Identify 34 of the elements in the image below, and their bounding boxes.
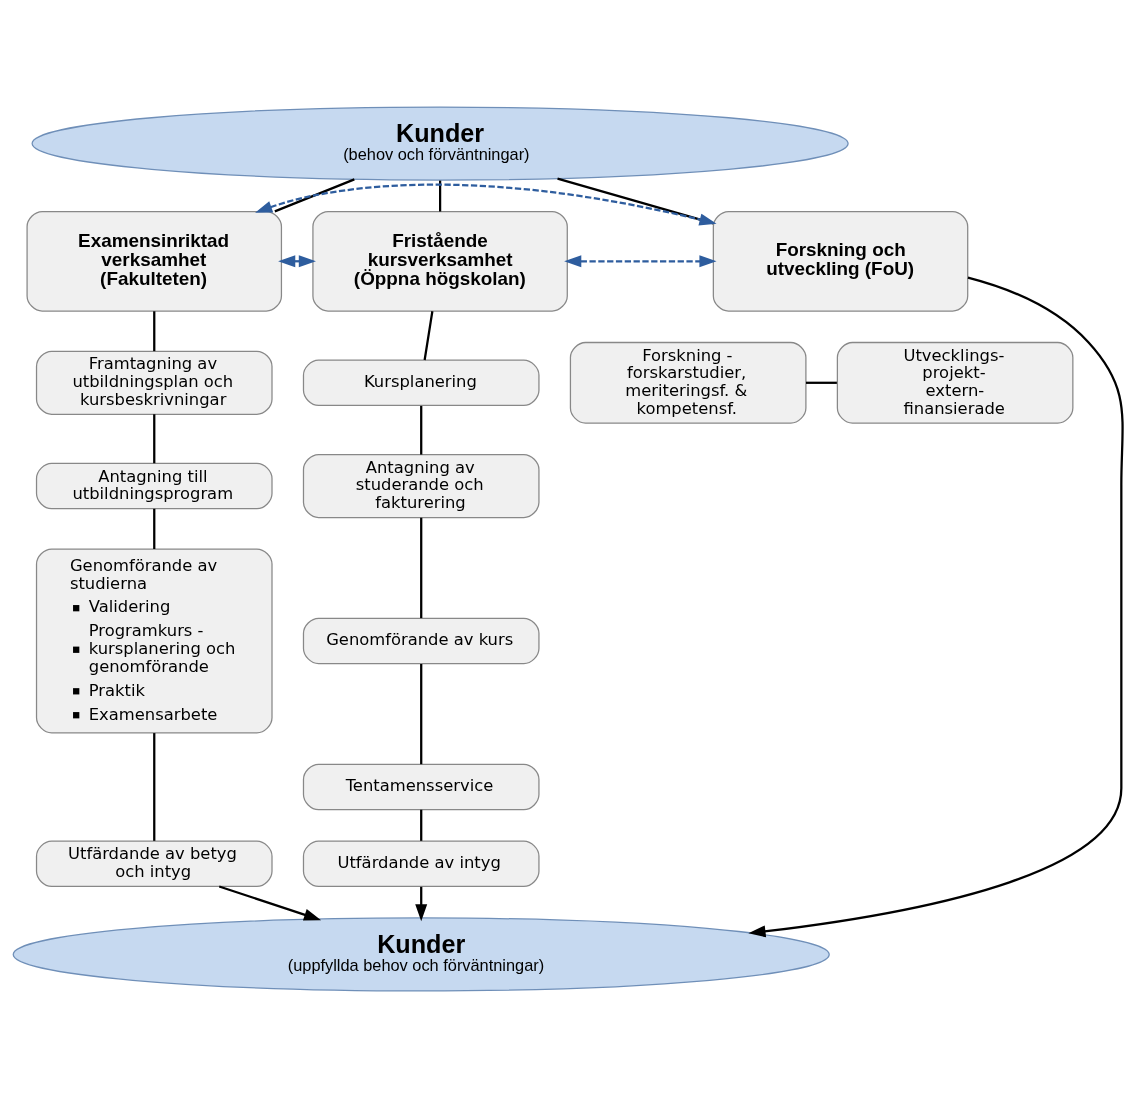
node-box: Examensinriktad verksamhet (Fakulteten) (26, 210, 283, 312)
node-box: Forskning - forskarstudier, meriteringsf. & kompetensf. (569, 341, 807, 424)
arrow (564, 255, 717, 268)
arrow (415, 886, 428, 922)
arrow (255, 183, 717, 226)
node-box: Genomförande av kurs (302, 617, 540, 665)
node-ellipse: Kunder (behov och förväntningar) (31, 106, 849, 181)
connector (153, 311, 156, 352)
arrow (218, 885, 322, 921)
node-box: Forskning och utveckling (FoU) (712, 210, 969, 312)
connector (153, 508, 156, 549)
node-box: Genomförande av studierna Validering Programkurs - kursplanering och genomförande Praktik Examensarbete (35, 548, 273, 734)
node-box: Fristående kursverksamhet (Öppna högskolan) (312, 210, 568, 312)
connector (153, 733, 156, 841)
connector (806, 381, 837, 384)
connector (438, 180, 442, 212)
node-box: Utvecklings- projekt- extern- finansierade (836, 341, 1074, 424)
connector (420, 405, 423, 455)
node-box: Antagning av studerande och fakturering (302, 453, 540, 519)
connector (420, 517, 423, 619)
node-box: Tentamensservice (302, 763, 540, 811)
arrow (748, 276, 1124, 938)
node-box: Antagning till utbildningsprogram (35, 462, 273, 510)
connector (153, 414, 156, 464)
node-box: Framtagning av utbildningsplan och kursbeskrivningar (35, 350, 273, 415)
connector (420, 664, 423, 765)
connector (423, 311, 434, 361)
node-box: Utfärdande av intyg (302, 840, 540, 888)
node-box: Utfärdande av betyg och intyg (35, 840, 273, 888)
node-box: Kursplanering (302, 359, 540, 407)
connector (420, 809, 423, 841)
connector (274, 178, 355, 213)
arrow (278, 255, 316, 268)
node-ellipse: Kunder (uppfyllda behov och förväntningar) (12, 917, 830, 992)
